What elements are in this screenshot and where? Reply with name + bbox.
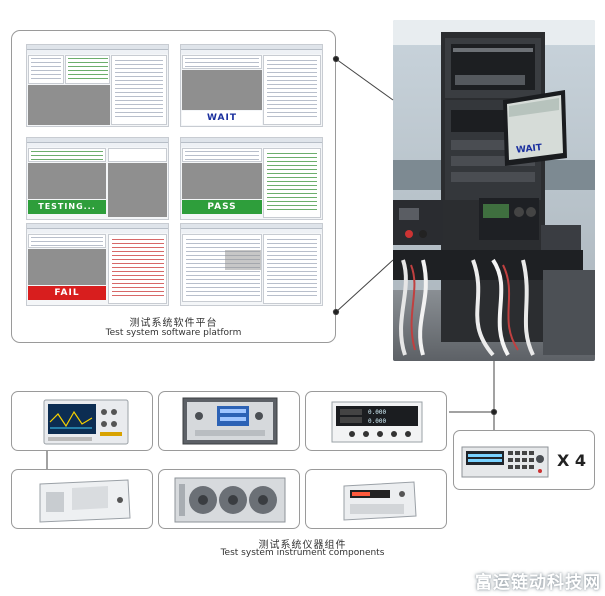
meter-reading-1: 0.000 xyxy=(368,409,386,416)
software-screenshot-4: PASS xyxy=(180,137,323,220)
electronic-load-box xyxy=(453,430,595,490)
electronic-load-icon xyxy=(461,446,549,478)
software-screenshot-5: FAIL xyxy=(26,223,169,306)
power-supply-icon xyxy=(182,397,278,445)
power-meter-icon: 0.000 0.000 xyxy=(331,401,423,443)
software-platform-title-en: Test system software platform xyxy=(105,328,242,338)
power-module-icon xyxy=(39,479,131,523)
power-meter-box: 0.000 0.000 xyxy=(305,391,447,451)
test-rack-photo: WAIT xyxy=(393,20,595,361)
power-module-box xyxy=(11,469,153,529)
status-wait-label: WAIT xyxy=(182,111,262,125)
software-screenshot-3: TESTING... xyxy=(26,137,169,220)
power-supply-box xyxy=(158,391,300,451)
software-screenshot-6 xyxy=(180,223,323,306)
ac-source-box xyxy=(158,469,300,529)
dc-power-unit-icon xyxy=(343,481,417,521)
monitor-status-text: WAIT xyxy=(516,143,544,156)
instrument-components-title-en: Test system instrument components xyxy=(220,548,385,558)
ac-source-icon xyxy=(174,477,286,523)
oscilloscope-icon xyxy=(43,399,129,445)
oscilloscope-box xyxy=(11,391,153,451)
status-testing-label: TESTING... xyxy=(28,200,106,214)
software-screenshot-1 xyxy=(26,44,169,127)
software-screenshot-2: WAIT xyxy=(180,44,323,127)
meter-reading-2: 0.000 xyxy=(368,418,386,425)
watermark-text: 富运链动科技网 xyxy=(475,573,601,593)
dc-power-unit-box xyxy=(305,469,447,529)
software-platform-panel: WAIT TESTING... PASS FAIL 测试系统软件平台 Test … xyxy=(11,30,336,343)
software-platform-title-zh: 测试系统软件平台 xyxy=(129,318,218,329)
status-fail-label: FAIL xyxy=(28,286,106,300)
multiplier-label: X 4 xyxy=(557,451,587,470)
instrument-components-title-zh: 测试系统仪器组件 xyxy=(258,540,347,551)
status-pass-label: PASS xyxy=(182,200,262,214)
